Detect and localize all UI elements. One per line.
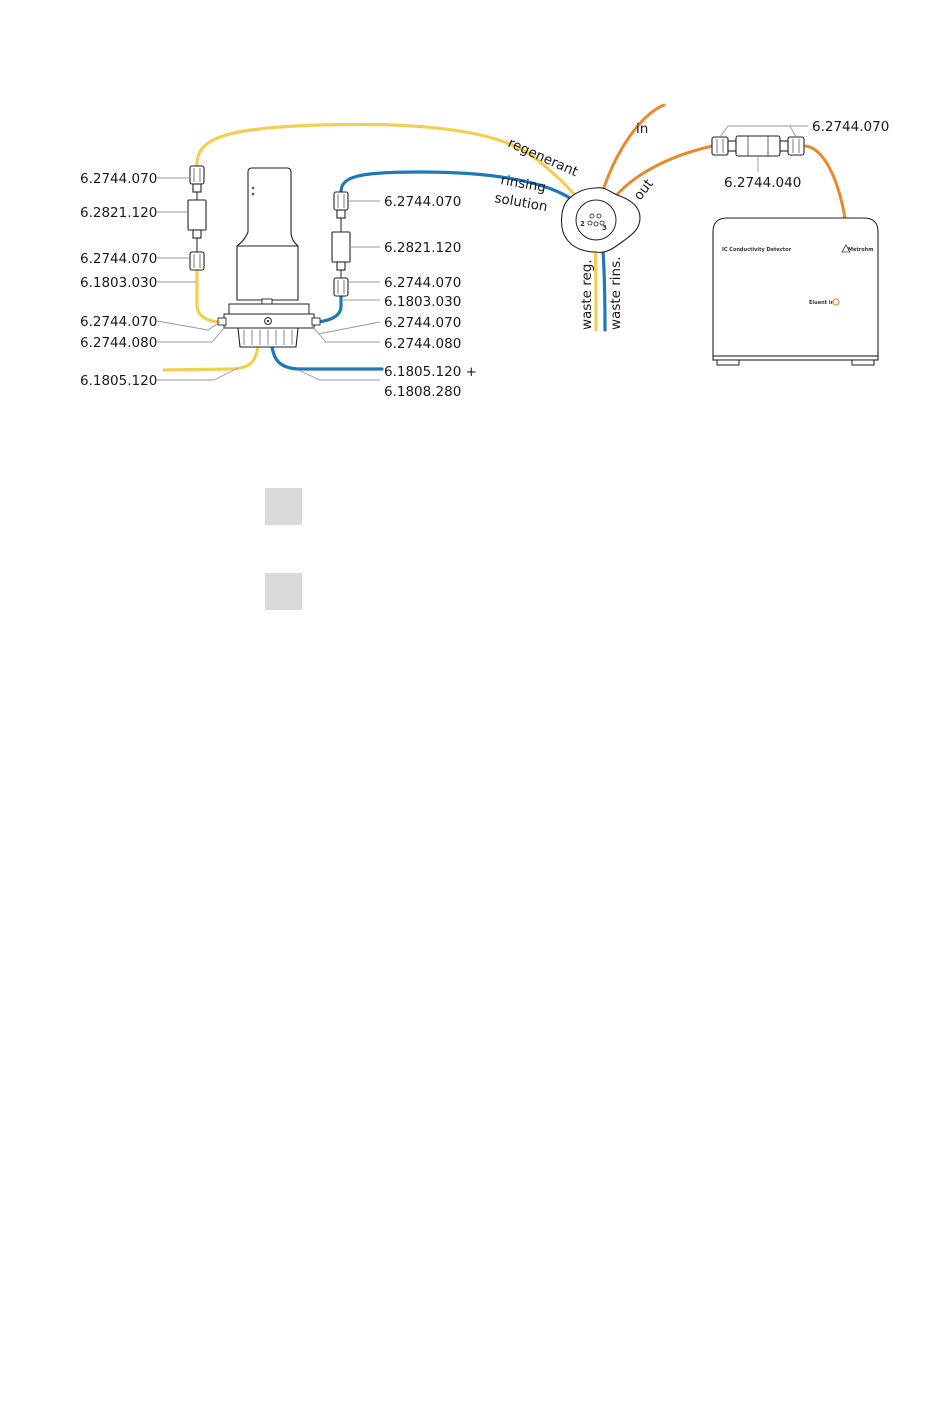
left-label-fitting-top: 6.2744.070 [80,171,157,187]
right-label-fitting-bottom: 6.2744.070 [384,315,461,331]
connection-diagram: 2 3 IC Conductivity Detector Metrohm Elu… [0,0,950,420]
valve-port-2: 2 [580,220,585,228]
right-label-tubing-line2: 6.1808.280 [384,384,461,400]
valve: 2 3 [562,188,641,253]
right-label-coupling: 6.2744.080 [384,336,461,352]
flow-label-regenerant: regenerant [505,135,580,180]
regenerant-tubing-left [197,270,222,322]
flow-label-waste-rins: waste rins. [608,257,624,330]
left-label-adapter: 6.2821.120 [80,205,157,221]
right-label-adapter: 6.2821.120 [384,240,461,256]
rinsing-supply-tubing [272,346,382,369]
left-fitting-stack [188,166,206,270]
left-label-tubing: 6.1805.120 [80,373,157,389]
valve-port-3: 3 [602,224,607,232]
detector-inlet-label: Eluent in [809,300,834,306]
left-label-fitting-bottom: 6.2744.070 [80,314,157,330]
inline-coupling [712,136,804,156]
coupling-label-fitting: 6.2744.070 [812,119,889,135]
right-label-fitting-top: 6.2744.070 [384,194,461,210]
suppressor-module [218,168,320,347]
left-label-capillary: 6.1803.030 [80,275,157,291]
detector-box: IC Conductivity Detector Metrohm Eluent … [713,218,878,365]
detector-title: IC Conductivity Detector [722,247,792,253]
right-label-fitting-mid: 6.2744.070 [384,275,461,291]
right-fitting-stack [332,192,350,296]
flow-label-in: in [636,121,648,137]
coupling-label-connector: 6.2744.040 [724,175,801,191]
left-label-fitting-mid: 6.2744.070 [80,251,157,267]
flow-label-waste-reg: waste reg. [579,259,595,330]
right-label-capillary: 6.1803.030 [384,294,461,310]
detector-brand: Metrohm [848,247,873,253]
right-label-tubing-line1: 6.1805.120 + [384,364,477,380]
placeholder-box-1 [265,488,302,525]
detector-inlet-port-icon [833,299,839,305]
left-label-coupling: 6.2744.080 [80,335,157,351]
placeholder-box-2 [265,573,302,610]
regenerant-supply-tubing [164,346,258,370]
